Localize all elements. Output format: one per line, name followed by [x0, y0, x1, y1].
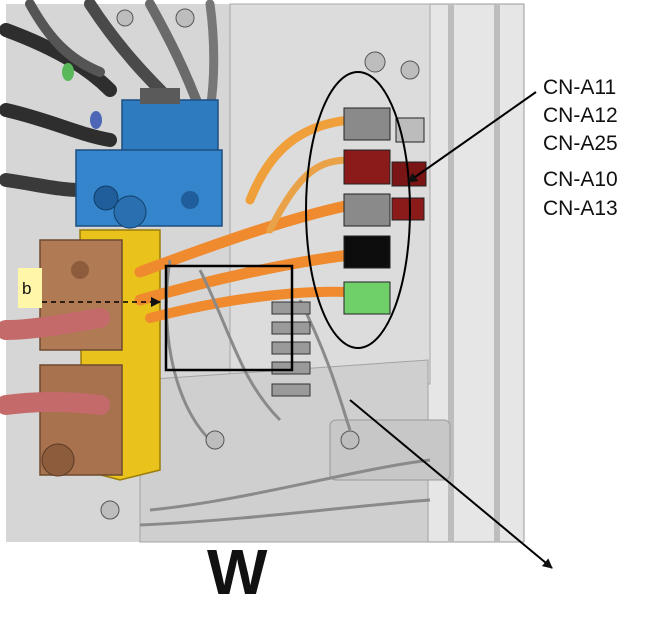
- connector-stack: [343, 107, 427, 315]
- detail-box: [164, 264, 294, 372]
- grey-cables: [139, 259, 431, 527]
- connector-group-ellipse: [305, 71, 411, 349]
- red-hoses: [0, 308, 110, 415]
- connector-cn-a13: [343, 235, 391, 269]
- label-cn-a12: CN-A12: [543, 104, 618, 127]
- label-cn-a13: CN-A13: [543, 197, 618, 220]
- connector-cn-a10: [343, 193, 391, 227]
- leader-arrow-bottom: [349, 399, 553, 569]
- connector-label-list: CN-A11 CN-A12 CN-A25 CN-A10 CN-A13: [543, 76, 618, 220]
- label-cn-a25: CN-A25: [543, 132, 618, 155]
- connector-cn-a25: [343, 149, 391, 185]
- label-cn-a10: CN-A10: [543, 168, 618, 191]
- panel-bolts: [100, 8, 420, 520]
- connector-green: [343, 281, 391, 315]
- callout-b: b: [18, 268, 161, 308]
- connector-cn-a11: [343, 107, 391, 141]
- brass-fittings: [39, 239, 123, 477]
- hose-collars: [62, 63, 102, 129]
- valve-block: [75, 88, 223, 229]
- view-label: W: [207, 536, 268, 608]
- leader-arrow-connectors: [407, 91, 537, 183]
- callout-b-label: b: [22, 279, 31, 298]
- label-cn-a11: CN-A11: [543, 76, 616, 99]
- render-panel: [6, 3, 525, 543]
